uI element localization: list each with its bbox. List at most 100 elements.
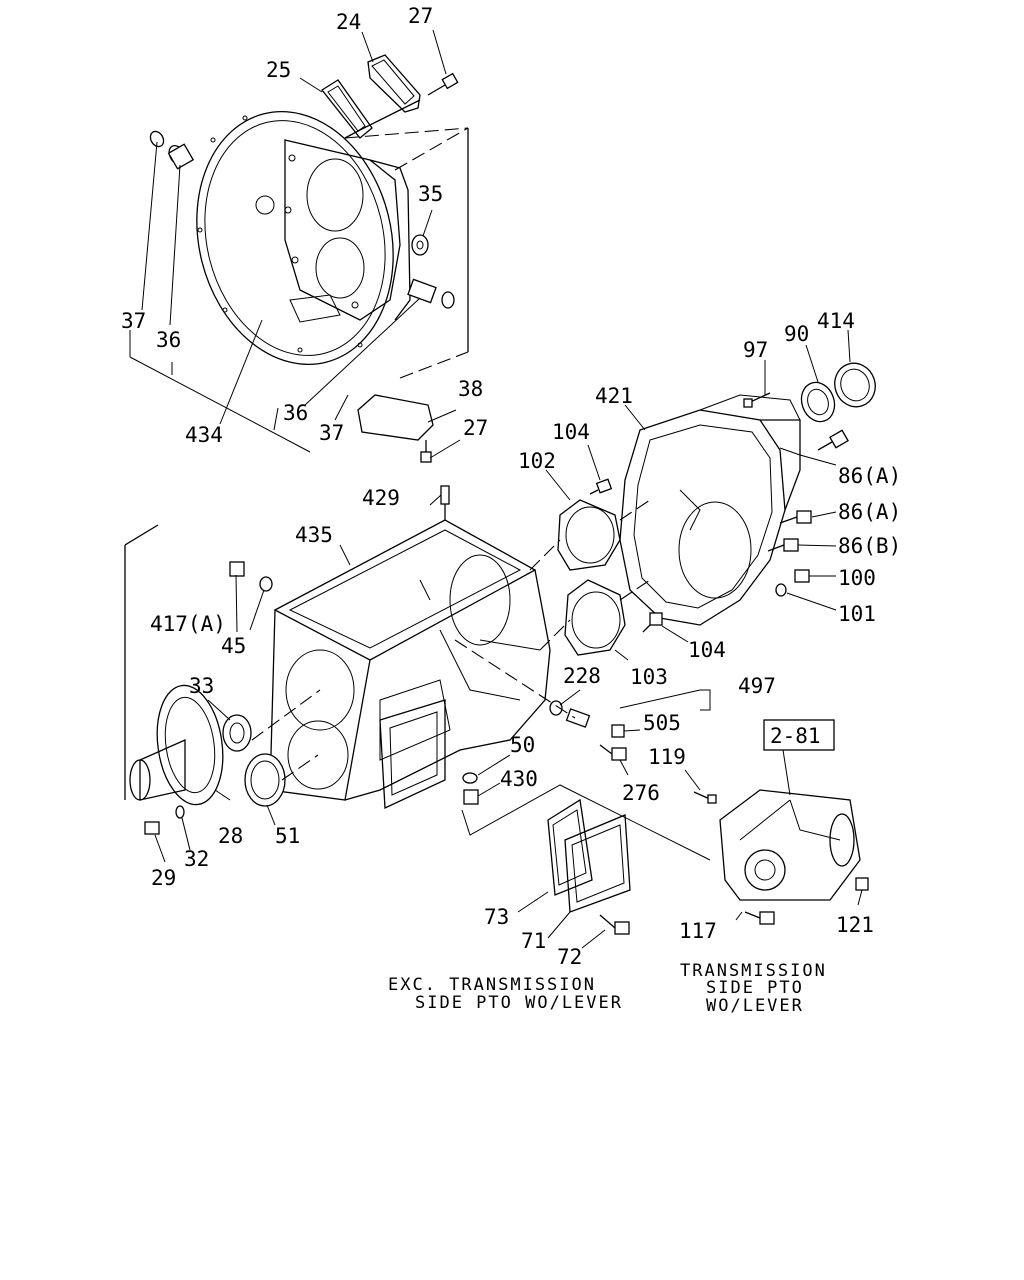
label-430: 430 bbox=[500, 767, 538, 791]
label-417a: 417(A) bbox=[150, 612, 226, 636]
leaders-pto-cover bbox=[517, 891, 606, 949]
bearing-90 bbox=[800, 381, 836, 423]
seal-414 bbox=[834, 362, 876, 408]
label-119: 119 bbox=[648, 745, 686, 769]
washer-45 bbox=[259, 576, 273, 592]
label-27b: 27 bbox=[463, 416, 488, 440]
bolt-86b bbox=[767, 538, 799, 552]
leaders-top bbox=[129, 29, 461, 459]
bolt-86a-top bbox=[817, 429, 849, 451]
gasket-25 bbox=[321, 79, 373, 139]
bolt-29 bbox=[144, 821, 160, 835]
label-36b: 36 bbox=[283, 401, 308, 425]
label-101: 101 bbox=[838, 602, 876, 626]
label-37: 37 bbox=[121, 309, 146, 333]
ref-line bbox=[394, 127, 469, 171]
label-421: 421 bbox=[595, 384, 633, 408]
label-51: 51 bbox=[275, 824, 300, 848]
bolt-104-top bbox=[589, 478, 613, 495]
label-37b: 37 bbox=[319, 421, 344, 445]
bolt-119 bbox=[693, 791, 717, 804]
bolt-86a-mid bbox=[779, 510, 812, 524]
label-33: 33 bbox=[189, 674, 214, 698]
cover-103 bbox=[564, 579, 626, 656]
nut-121 bbox=[855, 877, 869, 891]
label-25: 25 bbox=[266, 58, 291, 82]
label-72: 72 bbox=[557, 945, 582, 969]
leaders-front bbox=[124, 524, 321, 863]
label-24: 24 bbox=[336, 10, 361, 34]
label-32: 32 bbox=[184, 847, 209, 871]
note-pto-line1: TRANSMISSION bbox=[680, 961, 827, 981]
label-103: 103 bbox=[630, 665, 668, 689]
notes: EXC. TRANSMISSION SIDE PTO WO/LEVER TRAN… bbox=[388, 961, 827, 1016]
note-exc-line2: SIDE PTO WO/LEVER bbox=[415, 993, 623, 1013]
gasket-73 bbox=[547, 798, 593, 896]
label-117: 117 bbox=[679, 919, 717, 943]
note-pto-line2: SIDE PTO bbox=[706, 978, 804, 998]
label-100: 100 bbox=[838, 566, 876, 590]
label-102: 102 bbox=[518, 449, 556, 473]
label-38: 38 bbox=[458, 377, 483, 401]
washer-101 bbox=[775, 583, 787, 597]
bolt-27-top bbox=[427, 72, 459, 96]
label-86b: 86(B) bbox=[838, 534, 901, 558]
label-71: 71 bbox=[521, 929, 546, 953]
label-276: 276 bbox=[622, 781, 660, 805]
cover-24 bbox=[344, 54, 421, 139]
washer-50 bbox=[462, 772, 478, 784]
plug-417a bbox=[229, 561, 245, 577]
label-228: 228 bbox=[563, 664, 601, 688]
label-497: 497 bbox=[738, 674, 776, 698]
plug-100 bbox=[794, 569, 810, 583]
cover-102 bbox=[557, 499, 621, 571]
ring-37-left bbox=[149, 130, 165, 148]
label-429: 429 bbox=[362, 486, 400, 510]
seal-51 bbox=[244, 753, 286, 807]
ref-box-2-81 bbox=[763, 719, 835, 751]
bushing-36-left bbox=[167, 143, 195, 170]
plug-430 bbox=[463, 789, 479, 805]
label-73: 73 bbox=[484, 905, 509, 929]
note-exc-line1: EXC. TRANSMISSION bbox=[388, 975, 596, 995]
label-121: 121 bbox=[836, 913, 874, 937]
label-45: 45 bbox=[221, 634, 246, 658]
ref-line bbox=[399, 351, 469, 379]
leaders-right bbox=[529, 329, 851, 661]
label-505: 505 bbox=[643, 711, 681, 735]
label-50: 50 bbox=[510, 733, 535, 757]
note-pto-line3: WO/LEVER bbox=[706, 996, 804, 1016]
label-90: 90 bbox=[784, 322, 809, 346]
bolt-276 bbox=[599, 744, 627, 761]
bearing-33 bbox=[222, 714, 252, 752]
label-86a-2: 86(A) bbox=[838, 500, 901, 524]
ref-line bbox=[344, 127, 469, 139]
label-435: 435 bbox=[295, 523, 333, 547]
label-35: 35 bbox=[418, 182, 443, 206]
clutch-housing-434 bbox=[196, 110, 411, 366]
label-414: 414 bbox=[817, 309, 855, 333]
pto-unit bbox=[719, 789, 861, 901]
label-97: 97 bbox=[743, 338, 768, 362]
label-2-81: 2-81 bbox=[770, 724, 821, 748]
washer-32 bbox=[175, 805, 185, 819]
part-labels: 24 27 25 35 37 36 434 36 37 38 27 97 90 … bbox=[121, 4, 901, 969]
label-28: 28 bbox=[218, 824, 243, 848]
bolt-72 bbox=[599, 914, 630, 935]
ring-37-right bbox=[441, 291, 455, 309]
label-104: 104 bbox=[552, 420, 590, 444]
bolt-97 bbox=[743, 392, 771, 408]
label-104b: 104 bbox=[688, 638, 726, 662]
bushing-36-right bbox=[407, 278, 437, 304]
leaders-pto bbox=[684, 749, 863, 921]
cover-71 bbox=[564, 814, 631, 913]
seal-35 bbox=[411, 234, 429, 256]
front-cover-28 bbox=[129, 684, 224, 806]
bolt-117 bbox=[744, 911, 775, 925]
transmission-case-435 bbox=[269, 485, 551, 809]
bolt-104-bottom bbox=[642, 612, 663, 633]
leaders-case bbox=[235, 494, 711, 861]
label-27: 27 bbox=[408, 4, 433, 28]
housing-421 bbox=[619, 394, 801, 626]
